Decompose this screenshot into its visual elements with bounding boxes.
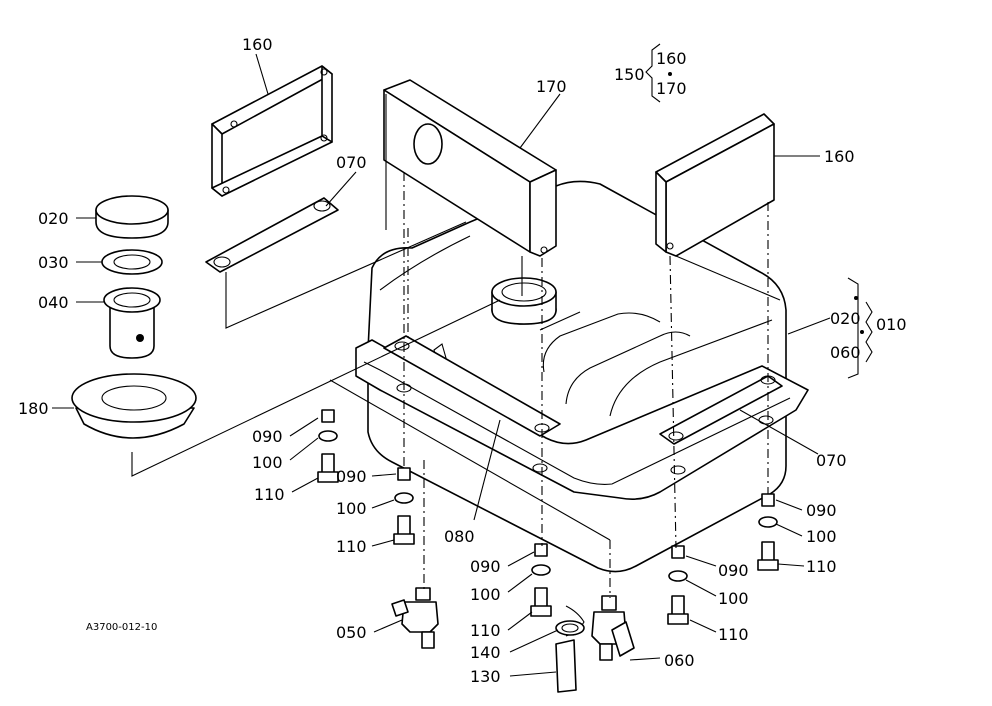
label-030: 030 — [38, 253, 69, 272]
center-lines — [403, 172, 769, 598]
label-160-right: 160 — [824, 147, 855, 166]
fastener-stack-c — [530, 543, 552, 617]
label-150-170: 170 — [656, 79, 687, 98]
bracket-160-left — [211, 65, 333, 197]
label-100-e: 100 — [806, 527, 837, 546]
fastener-stack-e — [757, 493, 779, 571]
label-090-d: 090 — [718, 561, 749, 580]
label-100-b: 100 — [336, 499, 367, 518]
fuel-cap-020 — [95, 195, 169, 239]
set-bracket-010 — [847, 277, 873, 379]
label-060-set: 060 — [830, 343, 861, 362]
label-060-cock: 060 — [664, 651, 695, 670]
label-110-b: 110 — [336, 537, 367, 556]
assembly-lines — [131, 94, 781, 541]
label-110-c: 110 — [470, 621, 501, 640]
strainer-040 — [103, 287, 161, 359]
set-bracket-150 — [645, 43, 672, 103]
label-070-right: 070 — [816, 451, 847, 470]
drawing-code: A3700-012-10 — [86, 622, 157, 633]
label-080: 080 — [444, 527, 475, 546]
fuel-tank — [355, 180, 809, 573]
label-100-a: 100 — [252, 453, 283, 472]
bracket-160-right — [655, 113, 775, 257]
label-150: 150 — [614, 65, 645, 84]
label-040: 040 — [38, 293, 69, 312]
label-090-b: 090 — [336, 467, 367, 486]
plate-070-left — [205, 197, 339, 273]
label-110-e: 110 — [806, 557, 837, 576]
label-020-cap: 020 — [38, 209, 69, 228]
hose-130 — [555, 605, 585, 693]
fastener-stack-b — [393, 467, 415, 545]
label-180: 180 — [18, 399, 49, 418]
label-130: 130 — [470, 667, 501, 686]
filler-collar-180 — [71, 373, 197, 439]
tank-strap-170 — [383, 79, 557, 257]
label-100-c: 100 — [470, 585, 501, 604]
fuel-cock-050 — [391, 587, 439, 649]
label-090-e: 090 — [806, 501, 837, 520]
label-110-a: 110 — [254, 485, 285, 504]
plate-070-tank-left — [383, 335, 561, 473]
label-140: 140 — [470, 643, 501, 662]
label-090-a: 090 — [252, 427, 283, 446]
label-170: 170 — [536, 77, 567, 96]
fastener-stack-d — [667, 545, 689, 625]
fastener-stack-a — [317, 409, 339, 483]
label-160-left: 160 — [242, 35, 273, 54]
label-100-d: 100 — [718, 589, 749, 608]
label-050: 050 — [336, 623, 367, 642]
label-020-set: 020 — [830, 309, 861, 328]
leader-lines — [52, 53, 831, 677]
fuel-cock-060 — [591, 595, 635, 661]
label-010: 010 — [876, 315, 907, 334]
hose-clamp-140 — [555, 620, 585, 636]
label-090-c: 090 — [470, 557, 501, 576]
part-labels: 160 170 150 160 170 070 160 020 030 040 … — [18, 35, 907, 686]
gasket-030 — [101, 249, 163, 275]
label-110-d: 110 — [718, 625, 749, 644]
plate-070-tank-right — [659, 375, 783, 475]
label-070-left: 070 — [336, 153, 367, 172]
label-150-160: 160 — [656, 49, 687, 68]
